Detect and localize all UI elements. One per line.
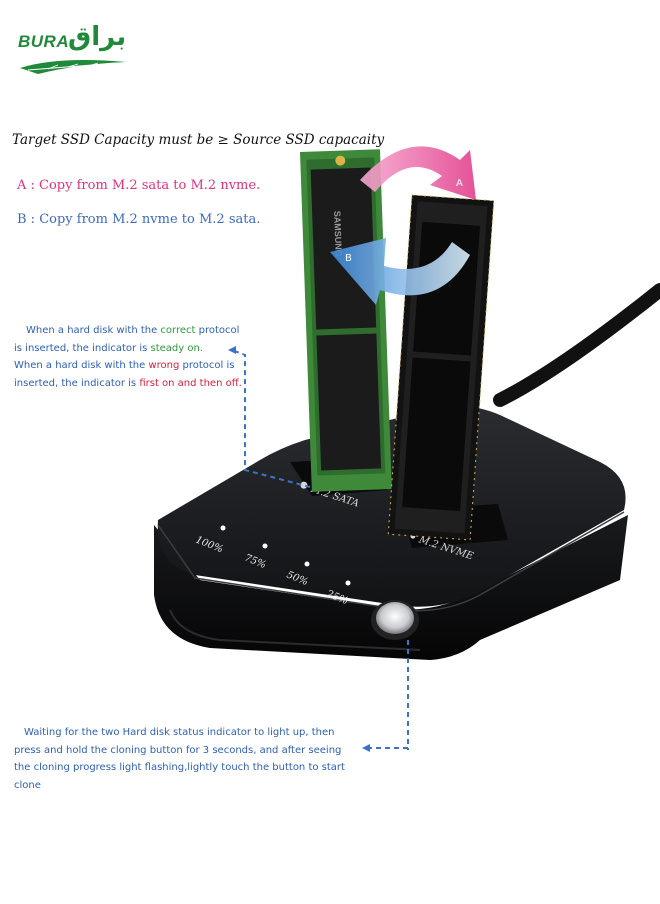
led-50 — [304, 561, 310, 567]
clone-instructions: Waiting for the two Hard disk status ind… — [14, 724, 374, 794]
copy-mode-b: B : Copy from M.2 nvme to M.2 sata. — [17, 212, 261, 227]
indicator-note-correct: correct — [160, 325, 196, 336]
logo-leaf-icon — [20, 60, 126, 74]
arrow-b — [330, 238, 470, 305]
indicator-note-steady: steady on. — [150, 342, 204, 354]
docking-station-illustration: M.2 SATA M.2 NVME 100% 75% 50% 25% SAMSU… — [154, 146, 660, 750]
indicator-note-text: protocol is — [179, 360, 235, 371]
copy-mode-a: A : Copy from M.2 sata to M.2 nvme. — [17, 178, 261, 193]
clone-note-line: Waiting for the two Hard disk status ind… — [24, 727, 335, 738]
led-75 — [262, 543, 268, 549]
sata-ssd-chip-top — [310, 167, 377, 330]
sata-ssd-chip-bottom — [316, 333, 382, 471]
indicator-pointer-line — [231, 349, 311, 488]
led-25 — [345, 580, 351, 586]
clone-pointer-tail — [362, 744, 408, 752]
arrow-a — [360, 146, 476, 200]
indicator-note-text: When a hard disk with the — [26, 325, 161, 336]
clone-button[interactable] — [376, 602, 414, 634]
usb-cable — [493, 283, 660, 407]
indicator-note-text: is inserted, the indicator is — [14, 342, 151, 354]
sata-ssd-notch — [335, 155, 346, 166]
clone-note-line: the cloning progress light flashing,ligh… — [14, 762, 345, 791]
sata-ssd-brand: SAMSUNG — [332, 211, 344, 257]
indicator-note-text: inserted, the indicator is — [14, 377, 140, 389]
sata-ssd: SAMSUNG — [300, 149, 392, 492]
logo-latin-text: BURA — [18, 32, 70, 51]
dock-front — [154, 515, 628, 660]
indicator-note-wrong: wrong — [148, 360, 180, 371]
logo-arabic-text: براق — [68, 22, 127, 52]
indicator-note-blink: first on and then off. — [139, 377, 242, 389]
indicator-note-text: When a hard disk with the — [14, 360, 149, 371]
arrow-b-label: B — [345, 253, 352, 264]
led-100 — [220, 525, 226, 531]
clone-note-line: press and hold the cloning button for 3 … — [14, 744, 342, 756]
brand-logo: BURA براق — [18, 22, 128, 78]
indicator-note: When a hard disk with the correct protoc… — [14, 322, 264, 392]
indicator-pointer-arrow — [228, 346, 236, 354]
capacity-headline: Target SSD Capacity must be ≥ Source SSD… — [12, 132, 385, 148]
nvme-ssd-chip-bottom — [402, 357, 471, 512]
indicator-note-text: protocol — [195, 325, 240, 336]
arrow-a-label: A — [456, 178, 463, 189]
dock-highlight — [169, 609, 421, 651]
